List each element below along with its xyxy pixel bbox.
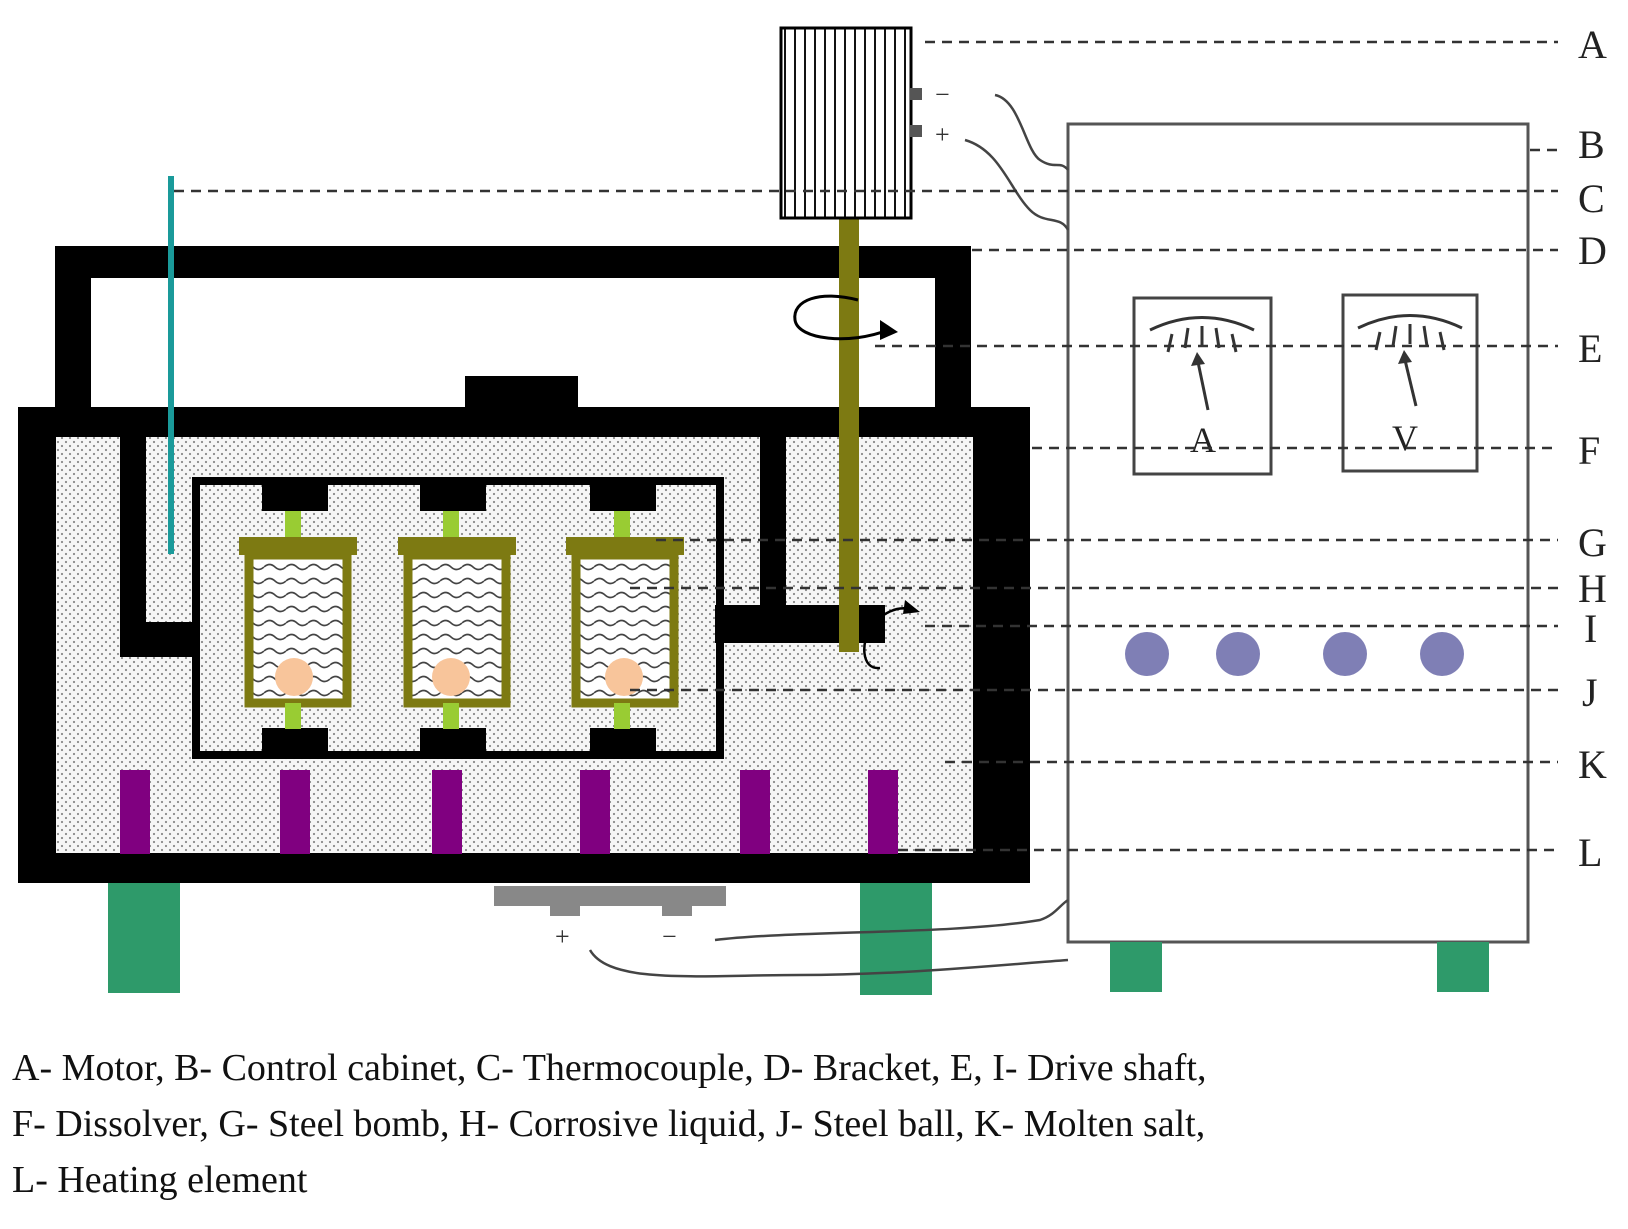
voltmeter: V xyxy=(1341,293,1479,473)
caption-line-2: F- Dissolver, G- Steel bomb, H- Corrosiv… xyxy=(12,1103,1206,1145)
knob-1 xyxy=(1125,632,1169,676)
inner-hanger-left xyxy=(120,437,200,657)
leader-lines xyxy=(174,40,1558,852)
thermocouple xyxy=(168,176,174,554)
label-letters: A B C D E F G H I J K L xyxy=(1578,22,1607,875)
figure-caption: A- Motor, B- Control cabinet, C- Thermoc… xyxy=(12,1040,1612,1208)
knob-3 xyxy=(1323,632,1367,676)
label-E: E xyxy=(1578,326,1602,371)
label-L: L xyxy=(1578,830,1602,875)
apparatus-diagram: − + + − A xyxy=(18,22,1607,995)
motor-plus: + xyxy=(935,120,950,149)
ammeter-label: A xyxy=(1190,420,1216,460)
ammeter: A xyxy=(1132,296,1273,476)
voltmeter-label: V xyxy=(1392,418,1418,458)
steel-bomb-1 xyxy=(239,511,357,729)
heater-connector: + − xyxy=(494,886,726,951)
label-D: D xyxy=(1578,228,1607,273)
control-cabinet: A V xyxy=(1066,122,1530,992)
dissolver xyxy=(18,376,1030,883)
label-H: H xyxy=(1578,566,1607,611)
steel-ball-2 xyxy=(432,658,470,696)
dissolver-foot-left xyxy=(108,883,180,993)
label-A: A xyxy=(1578,22,1607,67)
knob-2 xyxy=(1216,632,1260,676)
heater-plus: + xyxy=(555,922,570,951)
label-B: B xyxy=(1578,122,1605,167)
label-K: K xyxy=(1578,742,1607,787)
heating-elements xyxy=(120,770,898,854)
label-I: I xyxy=(1584,606,1597,651)
rotation-arrow-lower xyxy=(863,600,920,670)
cabinet-foot-left xyxy=(1110,942,1162,992)
dissolver-foot-right xyxy=(860,883,932,995)
caption-line-3: L- Heating element xyxy=(12,1159,308,1201)
bomb-holders xyxy=(262,481,656,758)
cabinet-foot-right xyxy=(1437,942,1489,992)
bracket xyxy=(55,246,971,411)
motor-minus: − xyxy=(935,80,950,109)
steel-bomb-3 xyxy=(566,511,684,729)
rotation-arrow-upper xyxy=(793,294,898,341)
drive-shaft xyxy=(839,218,859,652)
label-F: F xyxy=(1578,428,1600,473)
label-C: C xyxy=(1578,176,1605,221)
caption-line-1: A- Motor, B- Control cabinet, C- Thermoc… xyxy=(12,1047,1207,1089)
motor: − + xyxy=(779,26,950,220)
wires xyxy=(588,93,1070,978)
heater-minus: − xyxy=(662,922,677,951)
steel-bomb-2 xyxy=(398,511,516,729)
steel-ball-3 xyxy=(605,658,643,696)
knob-4 xyxy=(1420,632,1464,676)
steel-ball-1 xyxy=(275,658,313,696)
label-J: J xyxy=(1582,670,1598,715)
label-G: G xyxy=(1578,520,1607,565)
